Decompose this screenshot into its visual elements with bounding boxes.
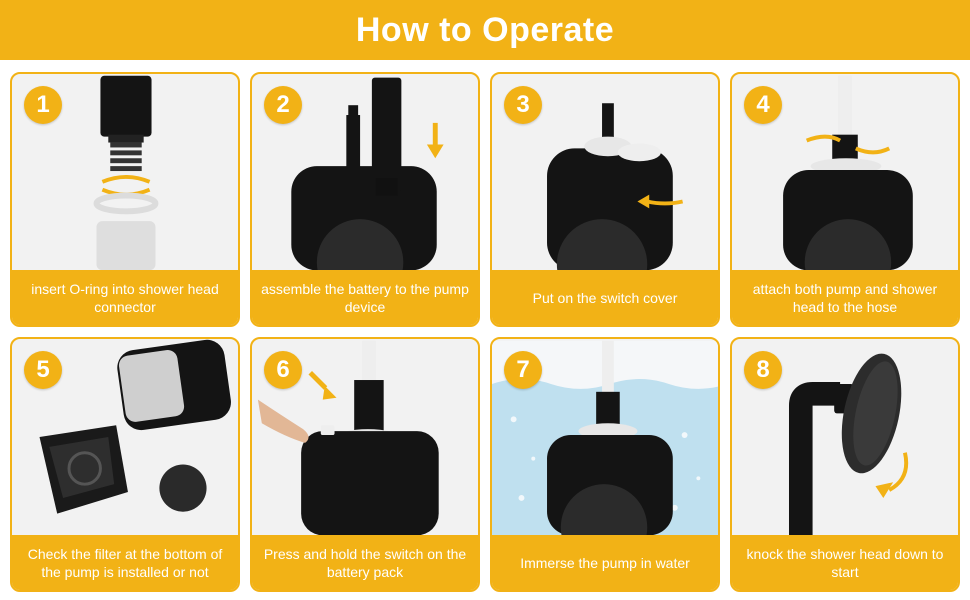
step-caption: Immerse the pump in water	[492, 535, 718, 590]
step-caption: Put on the switch cover	[492, 270, 718, 325]
step-number-badge: 6	[264, 351, 302, 389]
step-card-2: 2 assemble the battery to the pump devic…	[250, 72, 480, 327]
step-6-illustration	[252, 339, 478, 537]
step-8-illustration	[732, 339, 958, 537]
step-card-1: 1 insert O-ring into shower head connect…	[10, 72, 240, 327]
step-caption: Press and hold the switch on the battery…	[252, 535, 478, 590]
step-number-badge: 5	[24, 351, 62, 389]
step-caption: assemble the battery to the pump device	[252, 270, 478, 325]
step-3-illustration	[492, 74, 718, 272]
steps-grid: 1 insert O-ring into shower head connect…	[10, 72, 960, 594]
step-card-4: 4 attach both pump and shower head to th…	[730, 72, 960, 327]
step-number-badge: 2	[264, 86, 302, 124]
title-banner: How to Operate	[0, 0, 970, 60]
page-title: How to Operate	[355, 10, 615, 49]
step-caption: insert O-ring into shower head connector	[12, 270, 238, 325]
step-4-illustration	[732, 74, 958, 272]
step-card-3: 3 Put on the switch cover	[490, 72, 720, 327]
step-caption: knock the shower head down to start	[732, 535, 958, 590]
step-1-illustration	[12, 74, 238, 272]
step-number-badge: 8	[744, 351, 782, 389]
step-caption: attach both pump and shower head to the …	[732, 270, 958, 325]
step-number-badge: 4	[744, 86, 782, 124]
step-7-illustration	[492, 339, 718, 537]
step-5-illustration	[12, 339, 238, 537]
step-card-5: 5 Check the filter at the bottom of the …	[10, 337, 240, 592]
step-card-8: 8 knock the shower head down to start	[730, 337, 960, 592]
step-card-7: 7 Immerse the pump in water	[490, 337, 720, 592]
step-card-6: 6 Press and hold the switch on the batte…	[250, 337, 480, 592]
step-caption: Check the filter at the bottom of the pu…	[12, 535, 238, 590]
step-number-badge: 3	[504, 86, 542, 124]
step-2-illustration	[252, 74, 478, 272]
step-number-badge: 1	[24, 86, 62, 124]
step-number-badge: 7	[504, 351, 542, 389]
